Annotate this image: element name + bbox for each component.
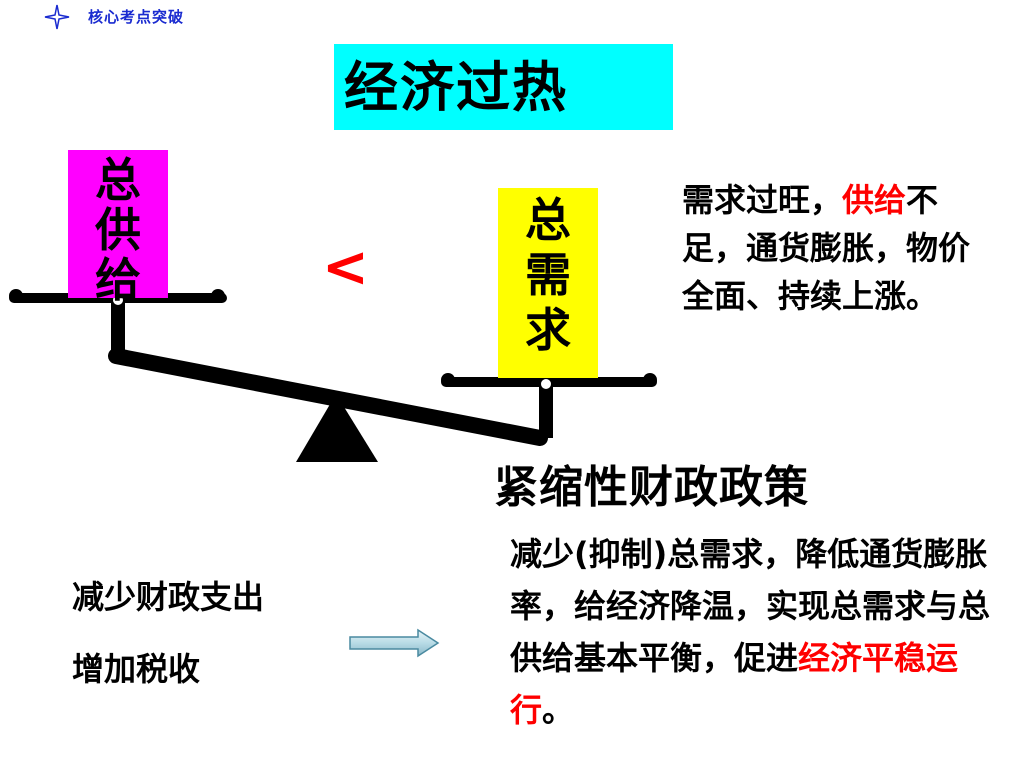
- aggregate-supply-label: 总供给: [68, 155, 168, 305]
- less-than-symbol: <: [322, 235, 369, 300]
- aggregate-supply-box: 总供给: [68, 150, 168, 305]
- desc-top-highlight: 供给: [842, 181, 907, 219]
- right-arrow-icon: [349, 628, 440, 658]
- supply-label-text: 总供给: [95, 153, 141, 307]
- measure-item: 减少财政支出: [72, 578, 265, 616]
- policy-description: 减少(抑制)总需求，降低通货膨胀率，给经济降温，实现总需求与总供给基本平衡，促进…: [510, 528, 1000, 736]
- title-box: [334, 44, 673, 130]
- page-title: 经济过热: [344, 56, 568, 119]
- aggregate-demand-box: 总需求: [498, 188, 598, 378]
- desc-top-part1: 需求过旺，: [682, 181, 843, 219]
- policy-heading: 紧缩性财政政策: [494, 462, 809, 513]
- desc-bottom-highlight: 经济平稳运行: [510, 639, 959, 729]
- desc-bottom-part3: 。: [542, 691, 575, 729]
- section-label: 核心考点突破: [88, 8, 185, 26]
- measure-item: 增加税收: [72, 650, 201, 688]
- overheating-description: 需求过旺，供给不足，通货膨胀，物价全面、持续上涨。: [682, 176, 992, 320]
- four-point-star-icon: [44, 4, 70, 30]
- aggregate-demand-label: 总需求: [498, 193, 598, 358]
- desc-bottom-part1: 减少(抑制)总需求，降低通货膨胀率，给经济降温，实现总需求与总供给基本平衡，促进: [510, 535, 991, 677]
- demand-label-text: 总需求: [525, 193, 571, 357]
- desc-top-part3: 不足，通货膨胀，物价全面、持续上涨。: [682, 181, 971, 315]
